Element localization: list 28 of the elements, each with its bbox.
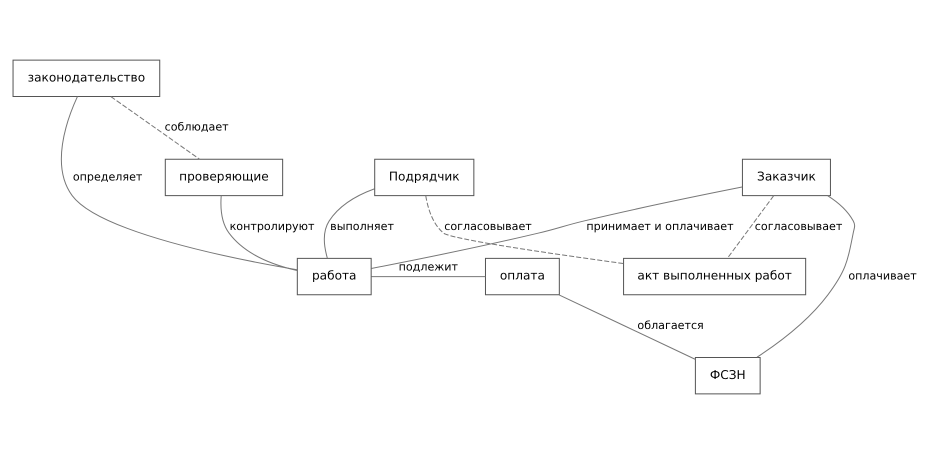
node-box: акт выполненных работ [622,257,806,295]
connector [558,294,695,360]
edge-label: облагается [636,318,704,332]
connector [424,195,624,264]
connector [370,276,485,277]
edge-label: соблюдает [164,120,228,134]
edge-label: контролируют [229,219,314,232]
connector [756,194,855,358]
edge-label: согласовывает [444,219,532,232]
node-box: Заказчик [741,158,830,196]
edge-label: выполняет [330,219,394,232]
connector [110,96,200,160]
connector [370,186,742,268]
edge-label: согласовывает [754,219,842,232]
edge-label: принимает и оплачивает [586,219,734,232]
node-box: ФСЗН [694,356,760,394]
edge-label: оплачивает [848,268,916,282]
connector [60,96,297,270]
node-box: работа [296,257,372,295]
connector [220,195,297,270]
connector [726,195,774,258]
edge-label: определяет [72,170,142,183]
node-box: оплата [484,257,560,295]
node-box: законодательство [12,59,160,96]
edge-label: подлежит [398,260,458,273]
node-box: Подрядчик [374,158,474,196]
node-box: проверяющие [164,158,283,196]
connector [323,188,374,258]
